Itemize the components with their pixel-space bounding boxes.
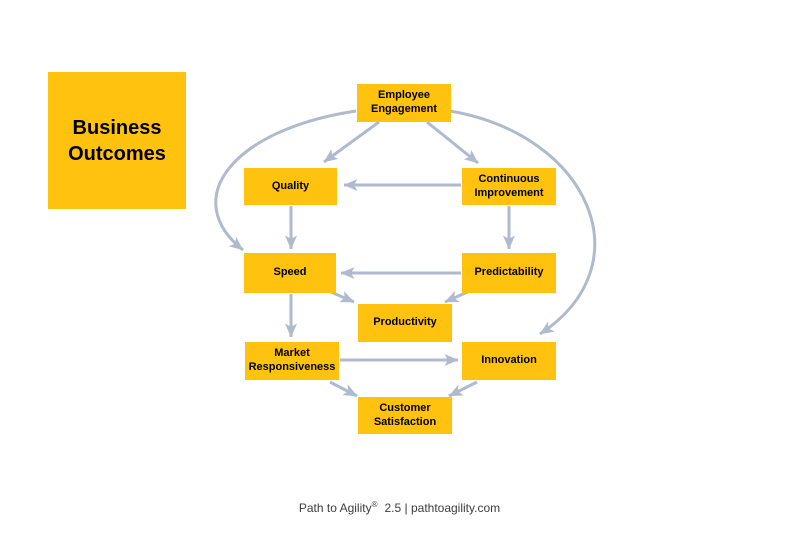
footer-attribution: Path to Agility® 2.5 | pathtoagility.com — [0, 500, 799, 515]
node-continuous-improvement: Continuous Improvement — [462, 168, 556, 205]
footer-version-site: 2.5 | pathtoagility.com — [384, 501, 501, 515]
edge-employee-engagement-to-innovation — [449, 109, 596, 336]
node-market-responsiveness: Market Responsiveness — [245, 342, 339, 380]
footer-brand: Path to Agility — [298, 501, 372, 515]
edge-innovation-to-customer-satisfaction — [448, 380, 478, 398]
node-quality: Quality — [244, 168, 337, 205]
node-predictability: Predictability — [462, 253, 556, 293]
node-customer-satisfaction: Customer Satisfaction — [358, 397, 452, 434]
node-speed: Speed — [244, 253, 336, 293]
node-innovation: Innovation — [462, 342, 556, 380]
edge-market-responsiveness-to-customer-satisfaction — [329, 380, 358, 398]
registered-trademark-icon: ® — [371, 500, 378, 509]
node-employee-engagement: Employee Engagement — [357, 84, 451, 122]
edge-employee-engagement-to-quality — [323, 120, 380, 164]
node-productivity: Productivity — [358, 304, 452, 342]
edge-employee-engagement-to-continuous-improvement — [426, 120, 479, 165]
business-outcomes-label: Business Outcomes — [48, 72, 186, 209]
